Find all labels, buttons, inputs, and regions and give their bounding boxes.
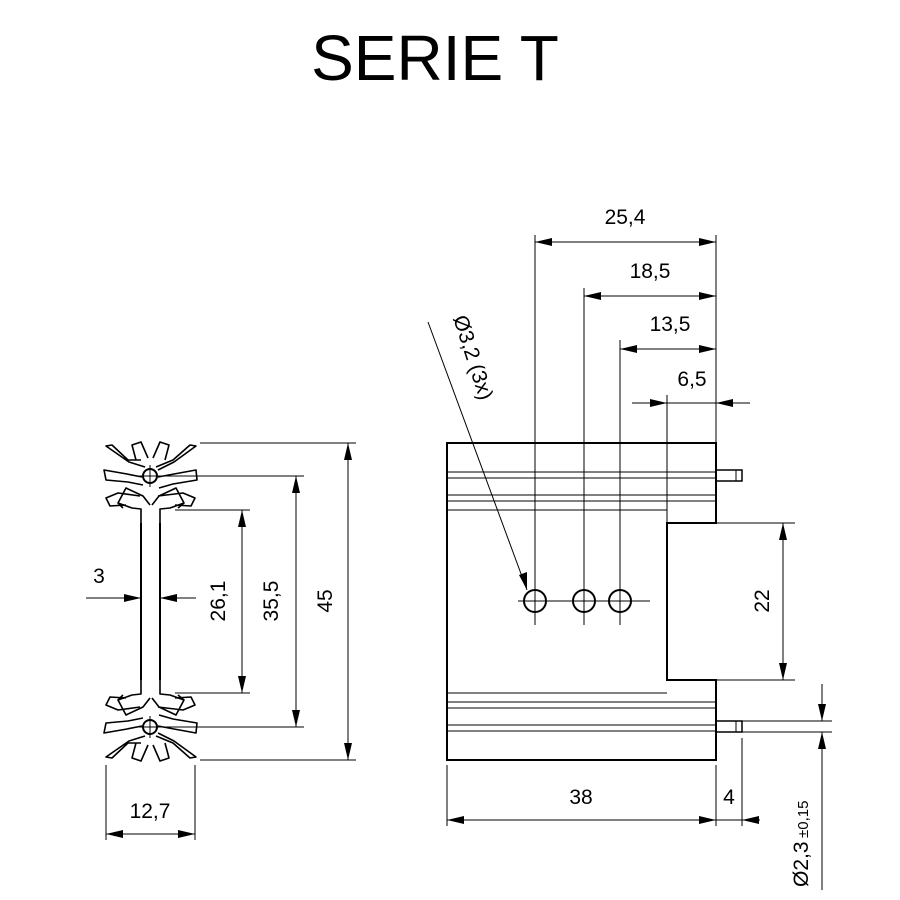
dim-thickness: 3	[93, 565, 105, 588]
dim-pin-length: 4	[723, 786, 735, 809]
front-view: 25,4 18,5 13,5 6,5 Ø3,2 (3x) 22	[427, 206, 832, 890]
dim-13-5: 13,5	[650, 313, 691, 336]
bottom-pin	[715, 720, 743, 733]
hole-callout: Ø3,2 (3x)	[448, 312, 497, 402]
side-view: 45 35,5 26,1 3 12,7	[86, 441, 356, 840]
drawing-title: SERIE T	[311, 22, 559, 94]
dim-length: 38	[569, 786, 592, 809]
top-pin	[715, 469, 743, 482]
dim-inner-distance: 26,1	[207, 581, 230, 622]
dim-25-4: 25,4	[605, 206, 646, 229]
dim-width: 12,7	[130, 800, 171, 823]
dim-6-5: 6,5	[677, 368, 706, 391]
pin-diameter: Ø2,3	[790, 841, 813, 887]
dim-18-5: 18,5	[630, 260, 671, 283]
pin-tolerance: ±0,15	[795, 801, 812, 838]
dim-hole-distance: 35,5	[260, 581, 283, 622]
dim-height: 45	[314, 589, 337, 612]
dim-cutout-height: 22	[751, 589, 774, 612]
